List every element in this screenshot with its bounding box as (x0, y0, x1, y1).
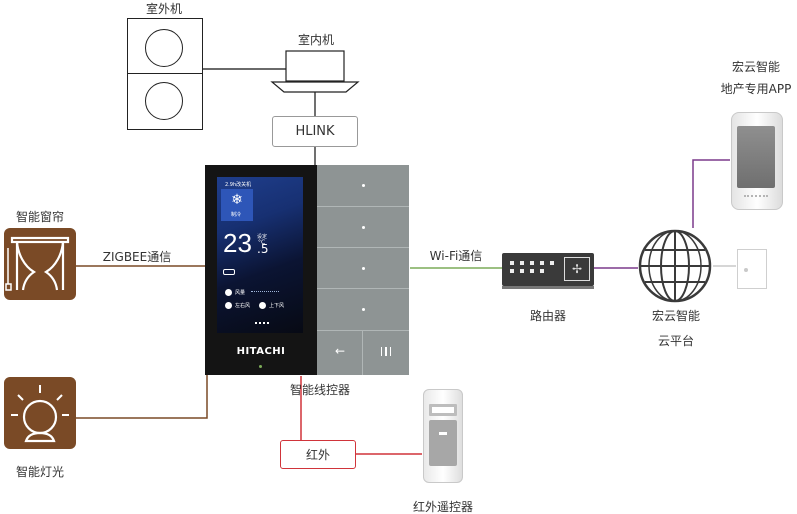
page-indicator (255, 322, 269, 326)
indoor-unit-icon (270, 50, 360, 93)
router-icon: ✢ (502, 253, 594, 289)
back-key[interactable]: ← (317, 331, 363, 375)
light-label: 智能灯光 (15, 465, 65, 479)
swing-ud-icon[interactable] (259, 302, 266, 309)
server-icon (737, 249, 767, 289)
lamp-icon (11, 385, 69, 443)
temperature-main: 23 (223, 228, 252, 258)
swing-lr-icon[interactable] (225, 302, 232, 309)
mode-label: 制冷 (231, 212, 242, 218)
mode-tile: ❄ 制冷 (221, 189, 253, 221)
key-3[interactable] (317, 248, 409, 289)
remote-icon (423, 389, 463, 483)
brand-logo: HITACHI (236, 346, 286, 357)
light-tile (4, 377, 76, 449)
phone-icon (731, 112, 783, 210)
outdoor-unit-label: 室外机 (145, 2, 183, 16)
power-led (259, 365, 262, 368)
outdoor-fan-icon (145, 29, 183, 67)
swing-lr-label: 左右风 (235, 303, 251, 309)
hlink-box: HLINK (272, 116, 358, 147)
curtain-icon (5, 236, 70, 291)
controller-screen: 2.9h改关机 ❄ 制冷 23 .5 设定 °C 风量 左右风 上下风 (217, 177, 303, 333)
key-2[interactable] (317, 207, 409, 248)
curtain-label: 智能窗帘 (15, 210, 65, 224)
cloud-label-line1: 宏云智能 (651, 309, 701, 323)
back-arrow-icon: ← (334, 344, 346, 358)
screen-status: 2.9h改关机 (225, 182, 252, 188)
status-icon (223, 269, 235, 275)
zigbee-label: ZIGBEE通信 (102, 250, 172, 264)
outdoor-fan-icon (145, 82, 183, 120)
swing-ud-label: 上下风 (269, 303, 285, 309)
infrared-box: 红外 (280, 440, 356, 469)
fan-icon (225, 289, 232, 296)
globe-icon (638, 229, 712, 303)
fan-level-bar (251, 291, 279, 295)
app-label-line2: 地产专用APP (720, 82, 792, 96)
key-4[interactable] (317, 289, 409, 331)
menu-key[interactable] (363, 331, 409, 375)
remote-label: 红外遥控器 (412, 500, 474, 514)
outdoor-unit (127, 18, 203, 130)
wifi-label: Wi-Fi通信 (429, 249, 483, 263)
router-label: 路由器 (529, 309, 567, 323)
cloud-label-line2: 云平台 (657, 334, 695, 348)
temperature-decimal: .5 (257, 242, 269, 256)
wire-zigbee-light (76, 375, 208, 419)
app-label-line1: 宏云智能 (731, 60, 781, 74)
wire-cloud-phone (692, 159, 730, 228)
temperature-unit: °C (258, 239, 266, 246)
menu-icon (381, 347, 391, 356)
controller-label: 智能线控器 (289, 383, 351, 397)
controller-keys: ← (317, 165, 409, 375)
temperature-set: 设定 (257, 234, 268, 240)
snowflake-icon: ❄ (231, 192, 243, 208)
key-1[interactable] (317, 165, 409, 207)
curtain-tile (4, 228, 76, 300)
indoor-unit-label: 室内机 (297, 33, 335, 47)
fan-label: 风量 (235, 290, 246, 296)
